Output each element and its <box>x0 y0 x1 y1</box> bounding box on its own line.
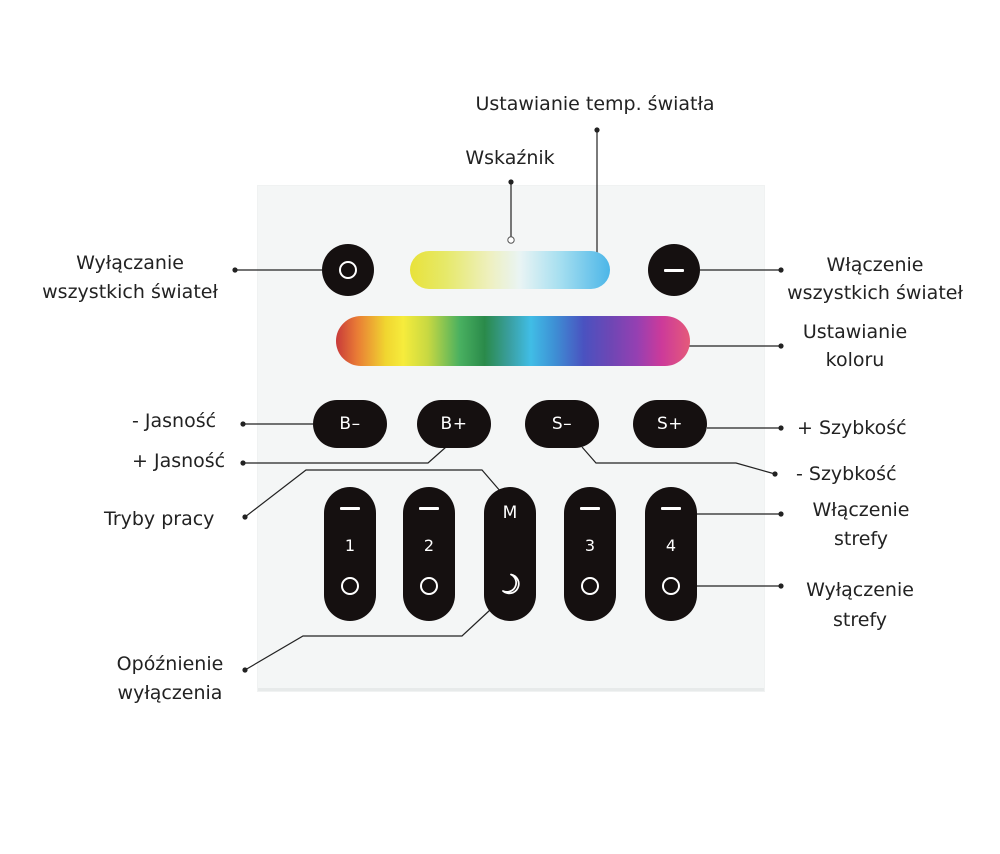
label-modes: Tryby pracy <box>104 508 215 530</box>
zone-4-number: 4 <box>665 536 677 555</box>
zone-3-button[interactable]: 3 <box>564 487 616 621</box>
dot-all-off <box>232 267 238 273</box>
line-modes <box>244 469 502 518</box>
brightness-up-button[interactable]: B+ <box>417 400 491 448</box>
label-delay-line2: wyłączenia <box>117 682 223 704</box>
dash-icon <box>664 268 684 272</box>
zone-1-number: 1 <box>344 536 356 555</box>
dot-zone-on <box>778 511 784 517</box>
mode-button[interactable]: M <box>484 487 536 621</box>
color-temperature-slider[interactable] <box>410 251 610 289</box>
dot-s-minus <box>772 471 778 477</box>
ring-icon <box>341 577 359 595</box>
zone-2-number: 2 <box>423 536 435 555</box>
dash-icon <box>580 507 600 510</box>
label-all-off-line2: wszystkich świateł <box>42 281 218 303</box>
ring-icon <box>662 577 680 595</box>
dot-b-plus <box>240 460 246 466</box>
zone-2-button[interactable]: 2 <box>403 487 455 621</box>
label-all-off-line1: Wyłączanie <box>76 252 184 274</box>
label-speed-down: - Szybkość <box>796 463 897 485</box>
dot-delay <box>242 667 248 673</box>
dot-color <box>778 343 784 349</box>
label-zone-on-line2: strefy <box>833 528 889 550</box>
zone-1-button[interactable]: 1 <box>324 487 376 621</box>
color-slider[interactable] <box>336 316 690 366</box>
ring-icon <box>420 577 438 595</box>
label-indicator: Wskaźnik <box>465 147 555 169</box>
label-all-on-line2: wszystkich świateł <box>787 282 963 304</box>
label-zone-off-line1: Wyłączenie <box>806 579 914 601</box>
zone-3-number: 3 <box>584 536 596 555</box>
label-all-on-line1: Włączenie <box>826 254 924 276</box>
label-delay-line1: Opóźnienie <box>116 653 224 675</box>
label-zone-off-line2: strefy <box>832 609 888 631</box>
all-on-button[interactable] <box>648 244 700 296</box>
speed-up-button[interactable]: S+ <box>633 400 707 448</box>
dot-temp <box>594 127 600 133</box>
label-brightness-up: + Jasność <box>132 450 226 472</box>
dot-b-minus <box>240 421 246 427</box>
line-s-minus <box>581 446 776 475</box>
dash-icon <box>419 507 439 510</box>
dash-icon <box>340 507 360 510</box>
brightness-down-label: B– <box>339 414 361 434</box>
indicator-led-icon <box>507 236 515 244</box>
label-color-temperature: Ustawianie temp. światła <box>475 93 715 115</box>
speed-up-label: S+ <box>656 414 684 434</box>
dot-modes <box>242 514 248 520</box>
crescent-moon-icon <box>502 573 520 595</box>
label-brightness-down: - Jasność <box>132 410 217 432</box>
line-b-plus <box>243 446 447 464</box>
ring-icon <box>339 261 357 279</box>
label-color-line2: koloru <box>825 349 885 371</box>
dash-icon <box>661 507 681 510</box>
brightness-down-button[interactable]: B– <box>313 400 387 448</box>
all-off-button[interactable] <box>322 244 374 296</box>
speed-down-label: S– <box>551 414 573 434</box>
dot-zone-off <box>778 583 784 589</box>
ring-icon <box>581 577 599 595</box>
label-zone-on-line1: Włączenie <box>812 499 910 521</box>
zone-4-button[interactable]: 4 <box>645 487 697 621</box>
line-delay <box>244 609 491 671</box>
label-color-line1: Ustawianie <box>802 321 908 343</box>
label-speed-up: + Szybkość <box>797 417 907 439</box>
brightness-up-label: B+ <box>440 414 468 434</box>
speed-down-button[interactable]: S– <box>525 400 599 448</box>
dot-all-on <box>778 267 784 273</box>
dot-s-plus <box>778 425 784 431</box>
mode-label: M <box>502 503 518 523</box>
dot-indicator <box>508 179 514 185</box>
